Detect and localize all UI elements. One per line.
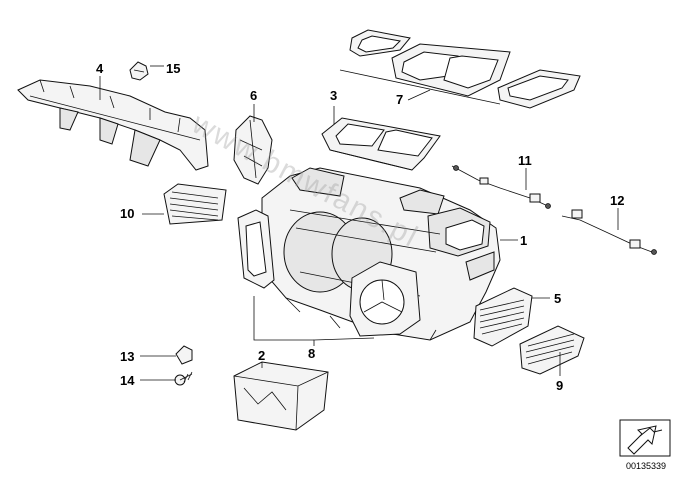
label-part-8: 8 (308, 346, 315, 361)
part-10-grille[interactable] (163, 183, 227, 225)
label-part-13: 13 (120, 349, 134, 364)
part-2-foam-pad[interactable] (233, 361, 329, 431)
reference-box: 00135339 (619, 419, 671, 471)
part-4-air-duct[interactable] (17, 79, 209, 171)
label-part-7: 7 (396, 92, 403, 107)
label-part-1: 1 (520, 233, 527, 248)
label-part-15: 15 (166, 61, 180, 76)
part-6-bracket[interactable] (233, 115, 273, 185)
arrow-icon (627, 425, 657, 455)
part-8-left-blower-frame[interactable] (237, 209, 275, 289)
part-13-clip[interactable] (175, 345, 193, 365)
part-5-grille[interactable] (473, 287, 533, 347)
reference-number: 00135339 (626, 461, 666, 471)
callout-leaders (99, 65, 619, 381)
label-part-4: 4 (96, 61, 104, 76)
part-labels: 4 15 6 3 7 11 12 10 1 5 2 8 13 14 9 (96, 61, 624, 393)
part-1-heater-housing[interactable] (261, 167, 501, 341)
label-part-12: 12 (610, 193, 624, 208)
label-part-10: 10 (120, 206, 134, 221)
part-9-grille[interactable] (519, 325, 585, 375)
label-part-14: 14 (120, 373, 135, 388)
part-15-clip[interactable] (129, 61, 149, 81)
label-part-5: 5 (554, 291, 561, 306)
part-14-screw[interactable] (174, 371, 193, 386)
label-part-6: 6 (250, 88, 257, 103)
part-12-cable[interactable] (561, 209, 657, 255)
part-7-filter-frames[interactable] (339, 29, 581, 109)
label-part-2: 2 (258, 348, 265, 363)
label-part-9: 9 (556, 378, 563, 393)
part-3-filter-frame[interactable] (321, 117, 441, 171)
label-part-3: 3 (330, 88, 337, 103)
part-8-right-blower[interactable] (349, 261, 421, 337)
label-part-11: 11 (518, 153, 532, 168)
part-11-cable[interactable] (451, 165, 551, 209)
